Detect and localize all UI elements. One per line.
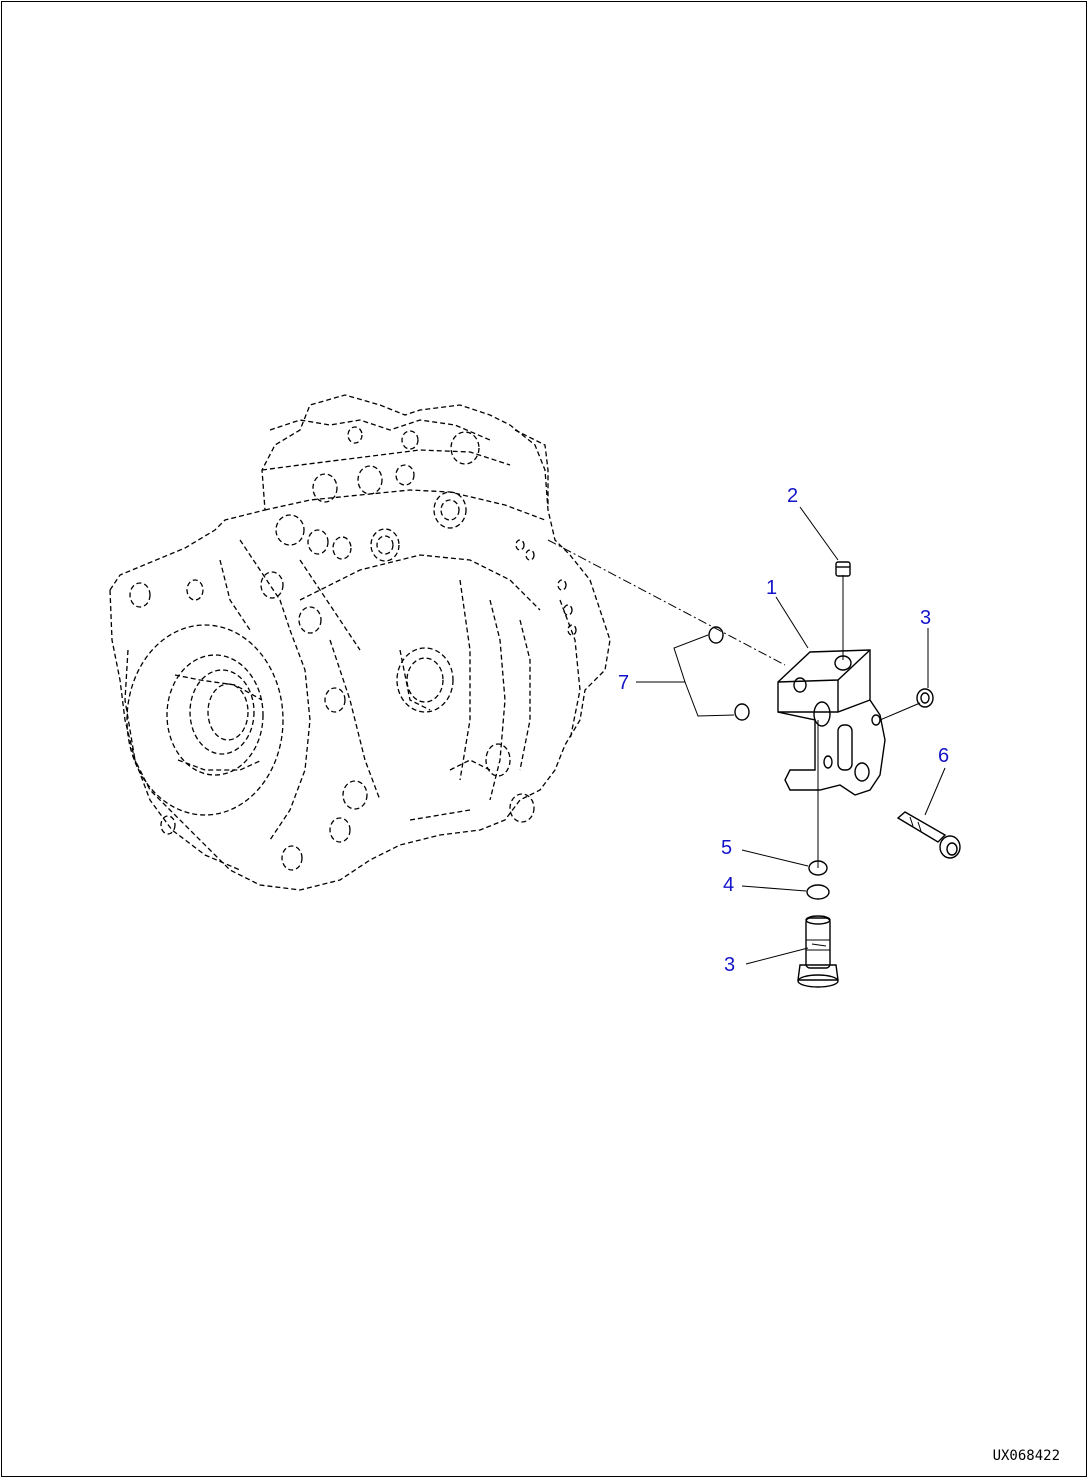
callout-1: 1 — [766, 577, 777, 599]
callout-6: 6 — [938, 745, 949, 767]
callout-3-lower: 3 — [724, 954, 735, 976]
valve-block-part — [777, 649, 886, 796]
callout-4: 4 — [723, 874, 734, 896]
valve-cartridge-part — [797, 915, 839, 988]
callout-2: 2 — [787, 485, 798, 507]
drawing-reference-code: UX068422 — [992, 1448, 1060, 1464]
callout-labels: 1 2 3 6 7 5 4 3 — [618, 485, 949, 976]
assembly-centerlines — [547, 539, 921, 868]
callout-5: 5 — [721, 837, 732, 859]
lower-o-rings-part — [806, 860, 830, 900]
callout-3-upper: 3 — [920, 607, 931, 629]
top-plug-part — [835, 561, 851, 577]
pump-body-phantom — [109, 394, 611, 891]
callout-7: 7 — [618, 672, 629, 694]
o-ring-pair-part — [708, 626, 750, 721]
leader-lines — [636, 506, 946, 965]
side-plug-part — [916, 688, 934, 708]
bolt-part — [896, 811, 961, 859]
